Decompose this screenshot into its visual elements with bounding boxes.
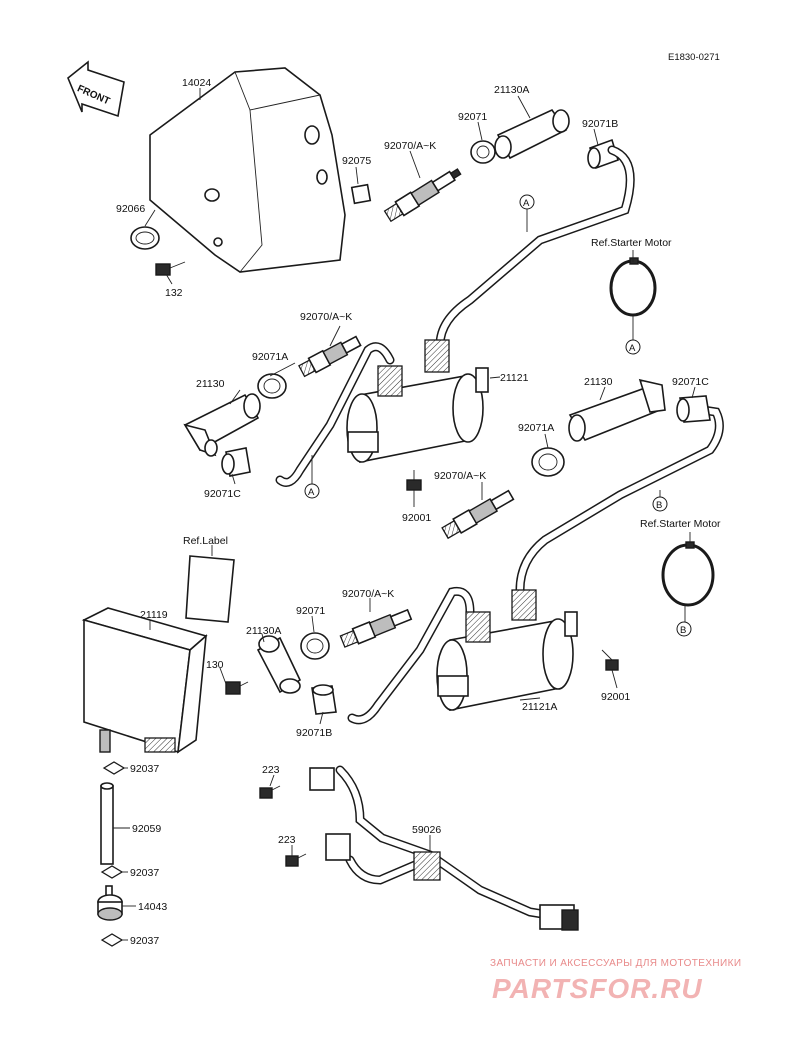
marker-a-3: A — [304, 483, 320, 499]
part-number-label: 92071A — [518, 422, 554, 434]
igniter-unit-21119 — [81, 607, 208, 754]
ht-lead-left — [275, 342, 395, 487]
part-number-label: 21130A — [246, 625, 281, 637]
marker-a-2: A — [625, 339, 641, 355]
leader-lines — [113, 88, 696, 941]
part-number-label: 92075 — [342, 155, 371, 167]
part-number-label: 21130 — [584, 376, 613, 388]
part-number-label: 132 — [165, 287, 183, 299]
part-number-label: 223 — [278, 834, 296, 846]
plug-cap-21130-1 — [183, 393, 261, 457]
wire-harness-59026 — [309, 765, 579, 931]
seal-92071-2 — [300, 632, 330, 660]
part-number-label: 92071 — [296, 605, 325, 617]
part-number-label: 21121 — [500, 372, 529, 384]
part-number-label: 21121A — [522, 701, 557, 713]
bolt-130 — [225, 681, 249, 695]
starter-clamp-1 — [609, 257, 657, 317]
spark-plug-3 — [441, 489, 515, 540]
hose-clip-92037-1 — [102, 761, 126, 775]
part-number-label: 92071B — [296, 727, 332, 739]
plug-cap-21130A-2 — [256, 635, 302, 694]
part-number-label: 92070/A~K — [300, 311, 352, 323]
part-number-label: 130 — [206, 659, 224, 671]
part-number-label: 92071 — [458, 111, 487, 123]
filter-14043 — [97, 885, 123, 921]
part-labels: 14024920661329207592070/A~K9207121130A92… — [116, 77, 721, 947]
part-number-label: 21130 — [196, 378, 225, 390]
seal-92071A-1 — [257, 373, 287, 399]
grommet-part — [130, 226, 160, 250]
part-number-label: 14043 — [138, 901, 167, 913]
ignition-coil-21121 — [346, 339, 489, 463]
svg-text:B: B — [656, 500, 662, 511]
part-number-label: 92066 — [116, 203, 145, 215]
ht-lead-lower — [347, 586, 475, 725]
svg-text:A: A — [308, 487, 315, 498]
seal-92071-1 — [470, 140, 496, 164]
bolt-92001-1 — [406, 470, 422, 491]
bolt-223-1 — [259, 785, 281, 799]
part-number-label: 92001 — [601, 691, 630, 703]
starter-clamp-2 — [661, 541, 715, 607]
part-number-label: 59026 — [412, 824, 441, 836]
seal-92071A-2 — [531, 447, 565, 477]
cover-part — [149, 67, 346, 273]
part-number-label: 223 — [262, 764, 280, 776]
seal-92071C-1 — [221, 447, 251, 477]
part-number-label: 92059 — [132, 823, 161, 835]
ht-lead-right — [515, 403, 724, 595]
svg-text:B: B — [680, 625, 686, 636]
watermark-tagline: ЗАПЧАСТИ И АКСЕССУАРЫ ДЛЯ МОТОТЕХНИКИ — [490, 958, 741, 969]
svg-text:A: A — [629, 343, 636, 354]
bolt-223-2 — [285, 853, 307, 867]
marker-b-1: B — [652, 496, 668, 512]
watermark-brand: PARTSFOR.RU — [492, 973, 703, 1004]
part-number-label: Ref.Label — [183, 535, 228, 547]
part-number-label: 92001 — [402, 512, 431, 524]
plug-cap-21130-2 — [568, 378, 666, 442]
plug-cap-21130A-1 — [494, 108, 570, 160]
part-number-label: 92070/A~K — [342, 588, 394, 600]
part-number-label: 14024 — [182, 77, 211, 89]
part-number-label: 92037 — [130, 867, 159, 879]
part-number-label: 92037 — [130, 763, 159, 775]
hose-clip-92037-2 — [100, 865, 124, 879]
part-number-label: 92037 — [130, 935, 159, 947]
part-number-label: Ref.Starter Motor — [640, 518, 721, 530]
ignition-coil-21121A — [436, 589, 578, 711]
part-number-label: Ref.Starter Motor — [591, 237, 672, 249]
part-number-label: 92071C — [204, 488, 241, 500]
part-number-label: 92071A — [252, 351, 288, 363]
marker-a-1: A — [519, 194, 535, 232]
hose-clip-92037-3 — [100, 933, 124, 947]
part-number-label: 21130A — [494, 84, 529, 96]
part-number-label: 92070/A~K — [384, 140, 436, 152]
ht-lead-top — [435, 145, 635, 350]
bolt-132 — [155, 261, 186, 276]
spark-plug-2 — [298, 335, 362, 378]
bolt-92001-2 — [601, 649, 619, 671]
front-arrow-icon: FRONT — [67, 60, 125, 118]
part-number-label: 92071C — [672, 376, 709, 388]
spark-plug-1 — [383, 168, 462, 223]
part-number-label: 92070/A~K — [434, 470, 486, 482]
part-number-label: 21119 — [140, 609, 168, 621]
spark-plug-4 — [339, 608, 413, 648]
label-sticker — [185, 555, 235, 623]
hose-92059 — [100, 782, 114, 865]
seal-92071C-2 — [676, 395, 711, 423]
part-number-label: 92071B — [582, 118, 618, 130]
seal-92071B-2 — [311, 684, 337, 715]
diagram-code: E1830-0271 — [668, 52, 720, 63]
pad-92075 — [350, 183, 372, 205]
svg-text:A: A — [523, 198, 530, 209]
marker-b-2: B — [676, 621, 692, 637]
